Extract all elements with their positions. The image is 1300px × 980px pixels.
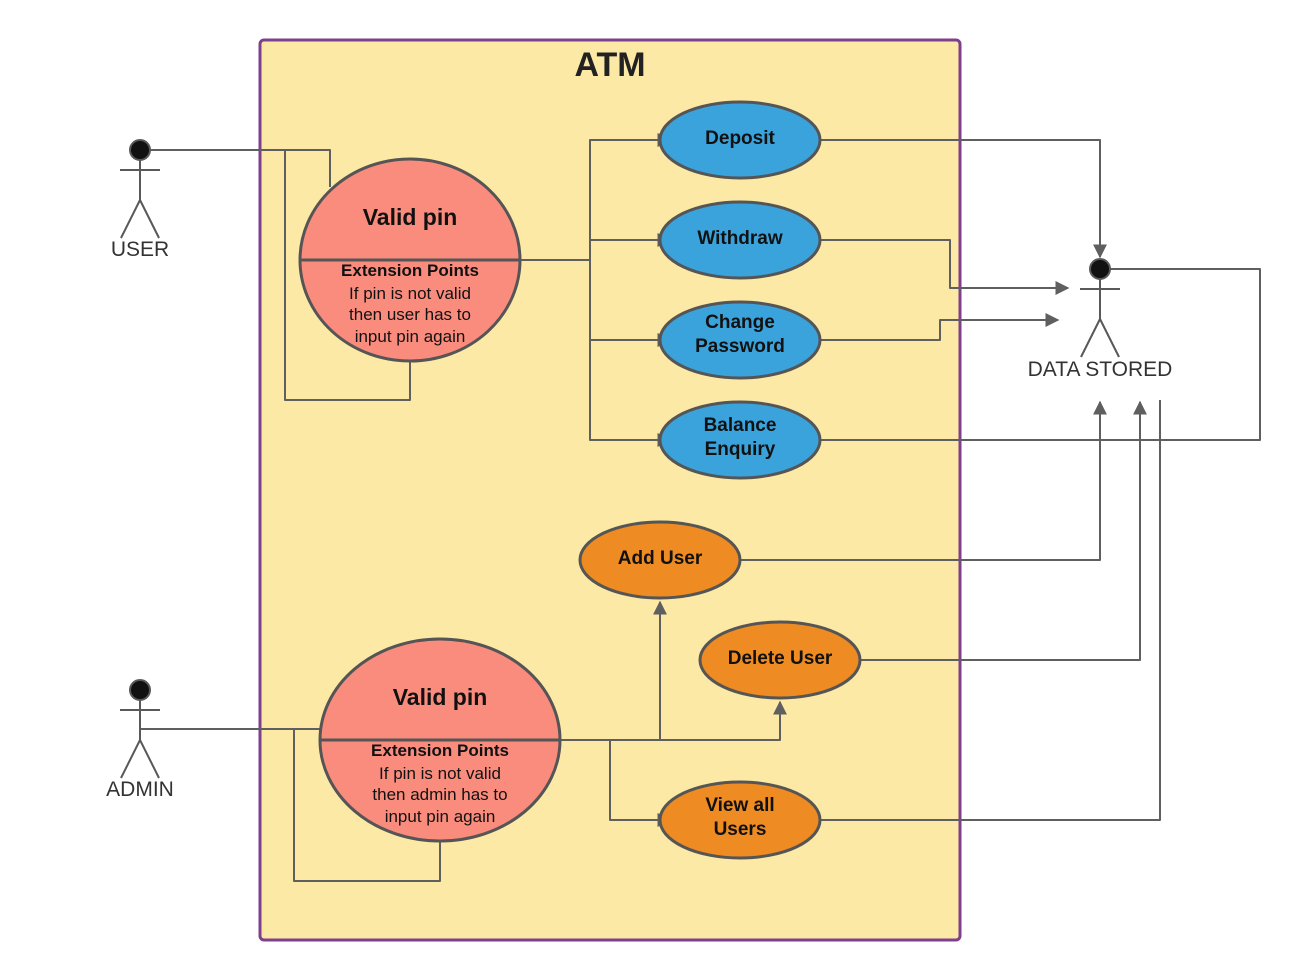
- edge-user-to-pin: [140, 149, 331, 187]
- use-case-balance-enquiry-shape: [658, 400, 822, 480]
- use-case-delete-user-label: Delete User: [728, 648, 833, 669]
- edge-pin-to-view-users: [560, 739, 672, 827]
- use-case-add-user-label: Add User: [618, 548, 703, 569]
- system-title: ATM: [574, 46, 645, 84]
- edge-pin-to-deposit: [520, 133, 672, 261]
- user-valid-pin-desc-1: If pin is not valid: [349, 284, 471, 303]
- use-case-deposit-shape: [658, 100, 822, 180]
- edge-add-user-to-data: [740, 400, 1107, 561]
- use-case-deposit-label: Deposit: [705, 128, 775, 149]
- use-case-view-all-users: View all Users: [658, 780, 822, 860]
- edge-user-pin-loop: [284, 150, 411, 401]
- admin-valid-pin-desc-1: If pin is not valid: [379, 764, 501, 783]
- edge-view-users-to-data: [820, 400, 1161, 821]
- actor-data-stored-head: [1089, 258, 1111, 280]
- edge-pin-to-balance: [589, 340, 672, 447]
- use-case-withdraw: Withdraw: [658, 200, 822, 280]
- use-case-deposit: Deposit: [658, 100, 822, 180]
- actor-admin-head: [129, 679, 151, 701]
- user-valid-pin: Valid pin Extension Points If pin is not…: [298, 157, 522, 363]
- use-case-view-all-users-label-1: View all: [705, 795, 774, 816]
- actor-user-label: USER: [111, 238, 169, 261]
- use-case-change-password-label-2: Password: [695, 336, 785, 357]
- admin-valid-pin-desc-3: input pin again: [385, 807, 496, 826]
- use-case-change-password-label-1: Change: [705, 312, 775, 333]
- edge-delete-user-to-data: [860, 400, 1147, 661]
- actor-data-stored: DATA STORED: [1028, 258, 1173, 381]
- edge-pin-to-delete-user: [660, 700, 787, 741]
- actor-user-head: [129, 139, 151, 161]
- user-valid-pin-title: Valid pin: [363, 204, 458, 230]
- actor-admin-label: ADMIN: [106, 778, 174, 801]
- use-case-change-password-shape: [658, 300, 822, 380]
- use-case-delete-user: Delete User: [698, 620, 862, 700]
- user-valid-pin-desc-3: input pin again: [355, 327, 466, 346]
- use-case-balance-enquiry: Balance Enquiry: [658, 400, 822, 480]
- admin-valid-pin-title: Valid pin: [393, 684, 488, 710]
- connectors: [140, 133, 1261, 882]
- use-case-view-all-users-label-2: Users: [714, 819, 767, 840]
- use-case-balance-enquiry-label-1: Balance: [704, 415, 777, 436]
- user-valid-pin-extension-heading: Extension Points: [341, 261, 479, 280]
- edge-withdraw-to-data: [820, 239, 1070, 295]
- use-case-add-user: Add User: [578, 520, 742, 600]
- actor-admin: ADMIN: [106, 679, 174, 801]
- use-case-withdraw-label: Withdraw: [697, 228, 783, 249]
- user-valid-pin-desc-2: then user has to: [349, 305, 471, 324]
- edge-balance-to-data: [820, 268, 1261, 441]
- use-case-withdraw-shape: [658, 200, 822, 280]
- edge-admin-pin-loop: [293, 729, 441, 882]
- edge-deposit-to-data: [820, 139, 1107, 259]
- actor-user: USER: [111, 139, 169, 261]
- use-case-add-user-shape: [578, 520, 742, 600]
- actor-data-stored-label: DATA STORED: [1028, 358, 1173, 381]
- use-case-delete-user-shape: [698, 620, 862, 700]
- use-case-change-password: Change Password: [658, 300, 822, 380]
- use-case-balance-enquiry-label-2: Enquiry: [705, 439, 776, 460]
- admin-valid-pin-desc-2: then admin has to: [372, 785, 507, 804]
- edge-pin-to-withdraw: [589, 233, 672, 260]
- use-case-view-all-users-shape: [658, 780, 822, 860]
- admin-valid-pin-extension-heading: Extension Points: [371, 741, 509, 760]
- edge-change-password-to-data: [820, 313, 1060, 341]
- admin-valid-pin: Valid pin Extension Points If pin is not…: [318, 637, 562, 843]
